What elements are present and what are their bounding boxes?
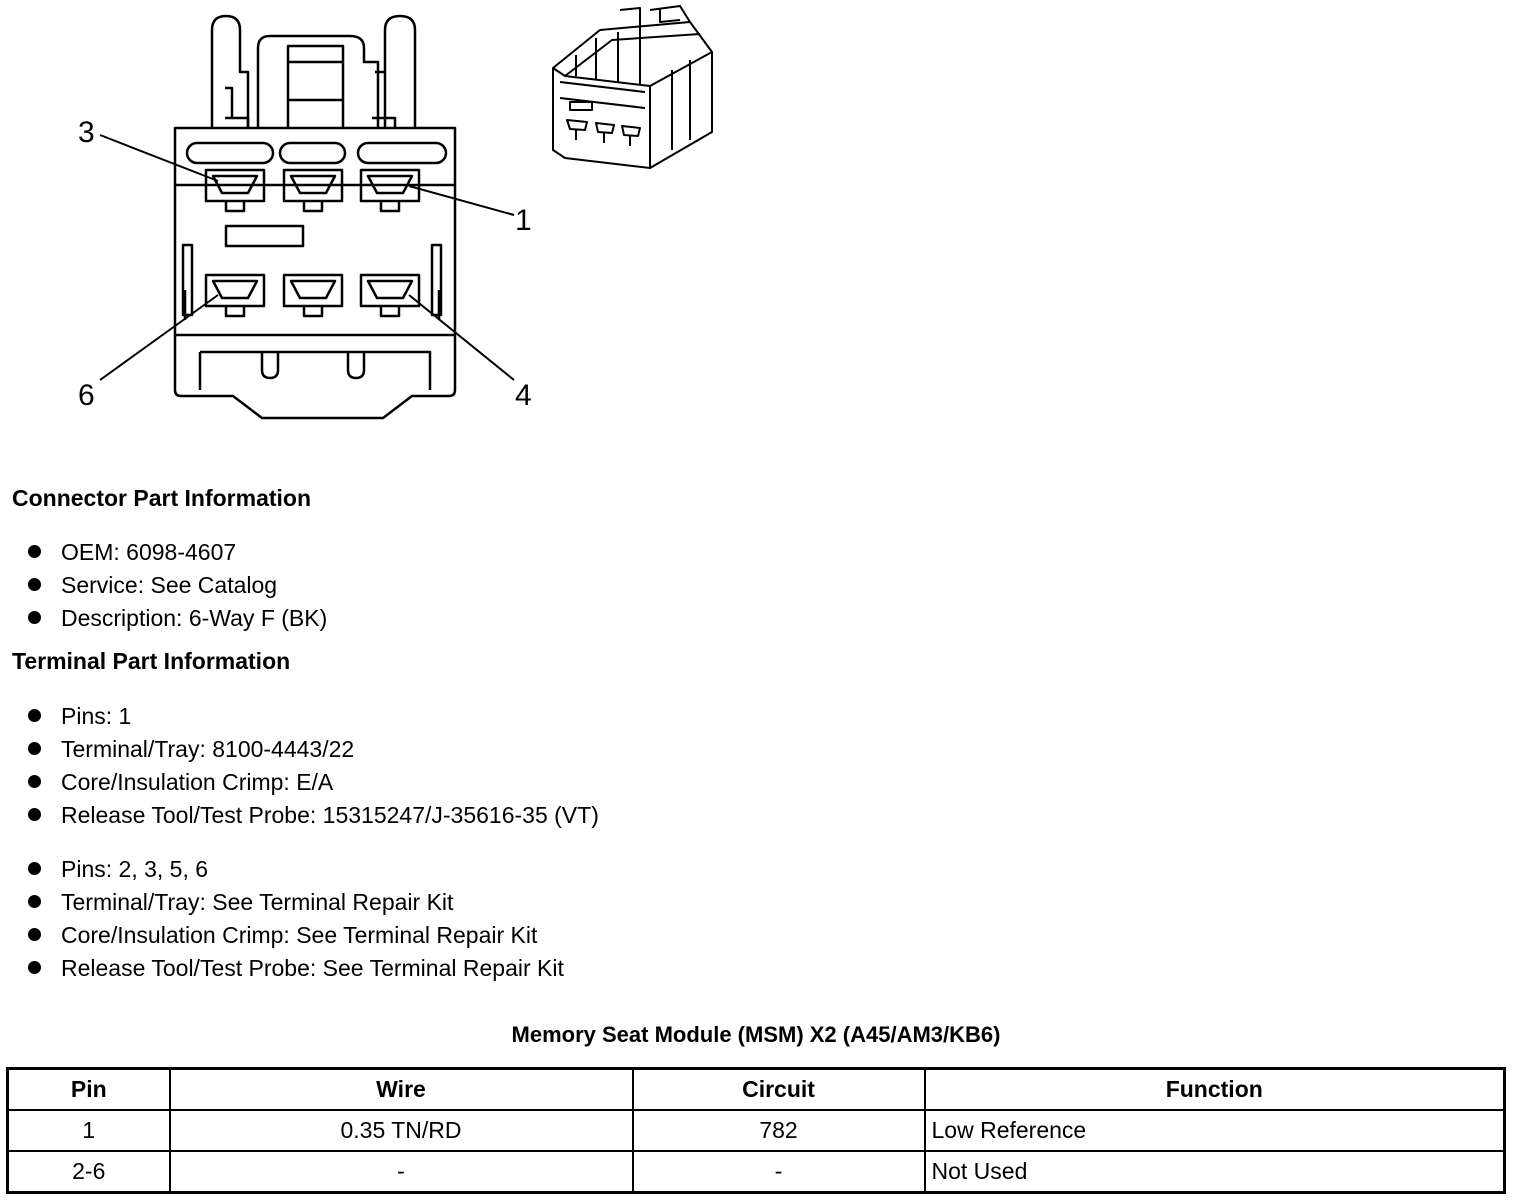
list-item: Release Tool/Test Probe: 15315247/J-3561… — [28, 799, 599, 832]
list-item: Terminal/Tray: 8100-4443/22 — [28, 733, 599, 766]
list-item: Core/Insulation Crimp: E/A — [28, 766, 599, 799]
cell-function: Low Reference — [923, 1109, 1506, 1152]
terminal-part-info-group1: Pins: 1 Terminal/Tray: 8100-4443/22 Core… — [28, 700, 599, 832]
connector-isometric-view — [552, 5, 713, 169]
cell-pin: 2-6 — [6, 1150, 171, 1194]
terminal-part-info-group2: Pins: 2, 3, 5, 6 Terminal/Tray: See Term… — [28, 853, 564, 985]
leader-line-6 — [99, 294, 219, 381]
terminal-cavity-5 — [282, 273, 344, 318]
cell-circuit: 782 — [631, 1109, 926, 1152]
leader-line-3 — [99, 134, 219, 182]
connector-body-outline — [173, 126, 457, 420]
cell-function: Not Used — [923, 1150, 1506, 1194]
list-item: Release Tool/Test Probe: See Terminal Re… — [28, 952, 564, 985]
list-item: Service: See Catalog — [28, 569, 327, 602]
connector-part-info-list: OEM: 6098-4607 Service: See Catalog Desc… — [28, 536, 327, 635]
pinout-table: Pin Wire Circuit Function 1 0.35 TN/RD 7… — [6, 1067, 1506, 1194]
pin-label-6: 6 — [78, 379, 95, 412]
terminal-cavity-1 — [359, 168, 421, 213]
table-header-row: Pin Wire Circuit Function — [6, 1067, 1506, 1111]
connector-part-info-heading: Connector Part Information — [12, 485, 312, 511]
terminal-part-info-heading: Terminal Part Information — [12, 648, 291, 674]
list-item: Core/Insulation Crimp: See Terminal Repa… — [28, 919, 564, 952]
table-row: 2-6 - - Not Used — [6, 1150, 1506, 1194]
left-latch — [210, 14, 250, 128]
header-function: Function — [923, 1067, 1506, 1111]
terminal-cavity-4 — [359, 273, 421, 318]
terminal-cavity-2 — [282, 168, 344, 213]
cell-wire: 0.35 TN/RD — [168, 1109, 634, 1152]
right-latch — [383, 14, 417, 128]
leader-line-1 — [408, 185, 515, 216]
pin-label-1: 1 — [515, 204, 532, 237]
terminal-cavity-3 — [204, 168, 266, 213]
list-item: Description: 6-Way F (BK) — [28, 602, 327, 635]
pinout-table-title: Memory Seat Module (MSM) X2 (A45/AM3/KB6… — [511, 1022, 1001, 1047]
header-wire: Wire — [168, 1067, 634, 1111]
cell-wire: - — [168, 1150, 634, 1194]
cell-pin: 1 — [6, 1109, 171, 1152]
list-item: Pins: 2, 3, 5, 6 — [28, 853, 564, 886]
connector-diagram: 3 1 6 4 — [78, 5, 713, 420]
header-pin: Pin — [6, 1067, 171, 1111]
pin-label-4: 4 — [515, 379, 532, 412]
cell-circuit: - — [631, 1150, 926, 1194]
center-lock — [256, 34, 380, 128]
table-row: 1 0.35 TN/RD 782 Low Reference — [6, 1109, 1506, 1152]
leader-line-4 — [408, 294, 515, 381]
pin-label-3: 3 — [78, 116, 95, 149]
header-circuit: Circuit — [631, 1067, 926, 1111]
list-item: Pins: 1 — [28, 700, 599, 733]
list-item: Terminal/Tray: See Terminal Repair Kit — [28, 886, 564, 919]
terminal-cavity-6 — [204, 273, 266, 318]
list-item: OEM: 6098-4607 — [28, 536, 327, 569]
